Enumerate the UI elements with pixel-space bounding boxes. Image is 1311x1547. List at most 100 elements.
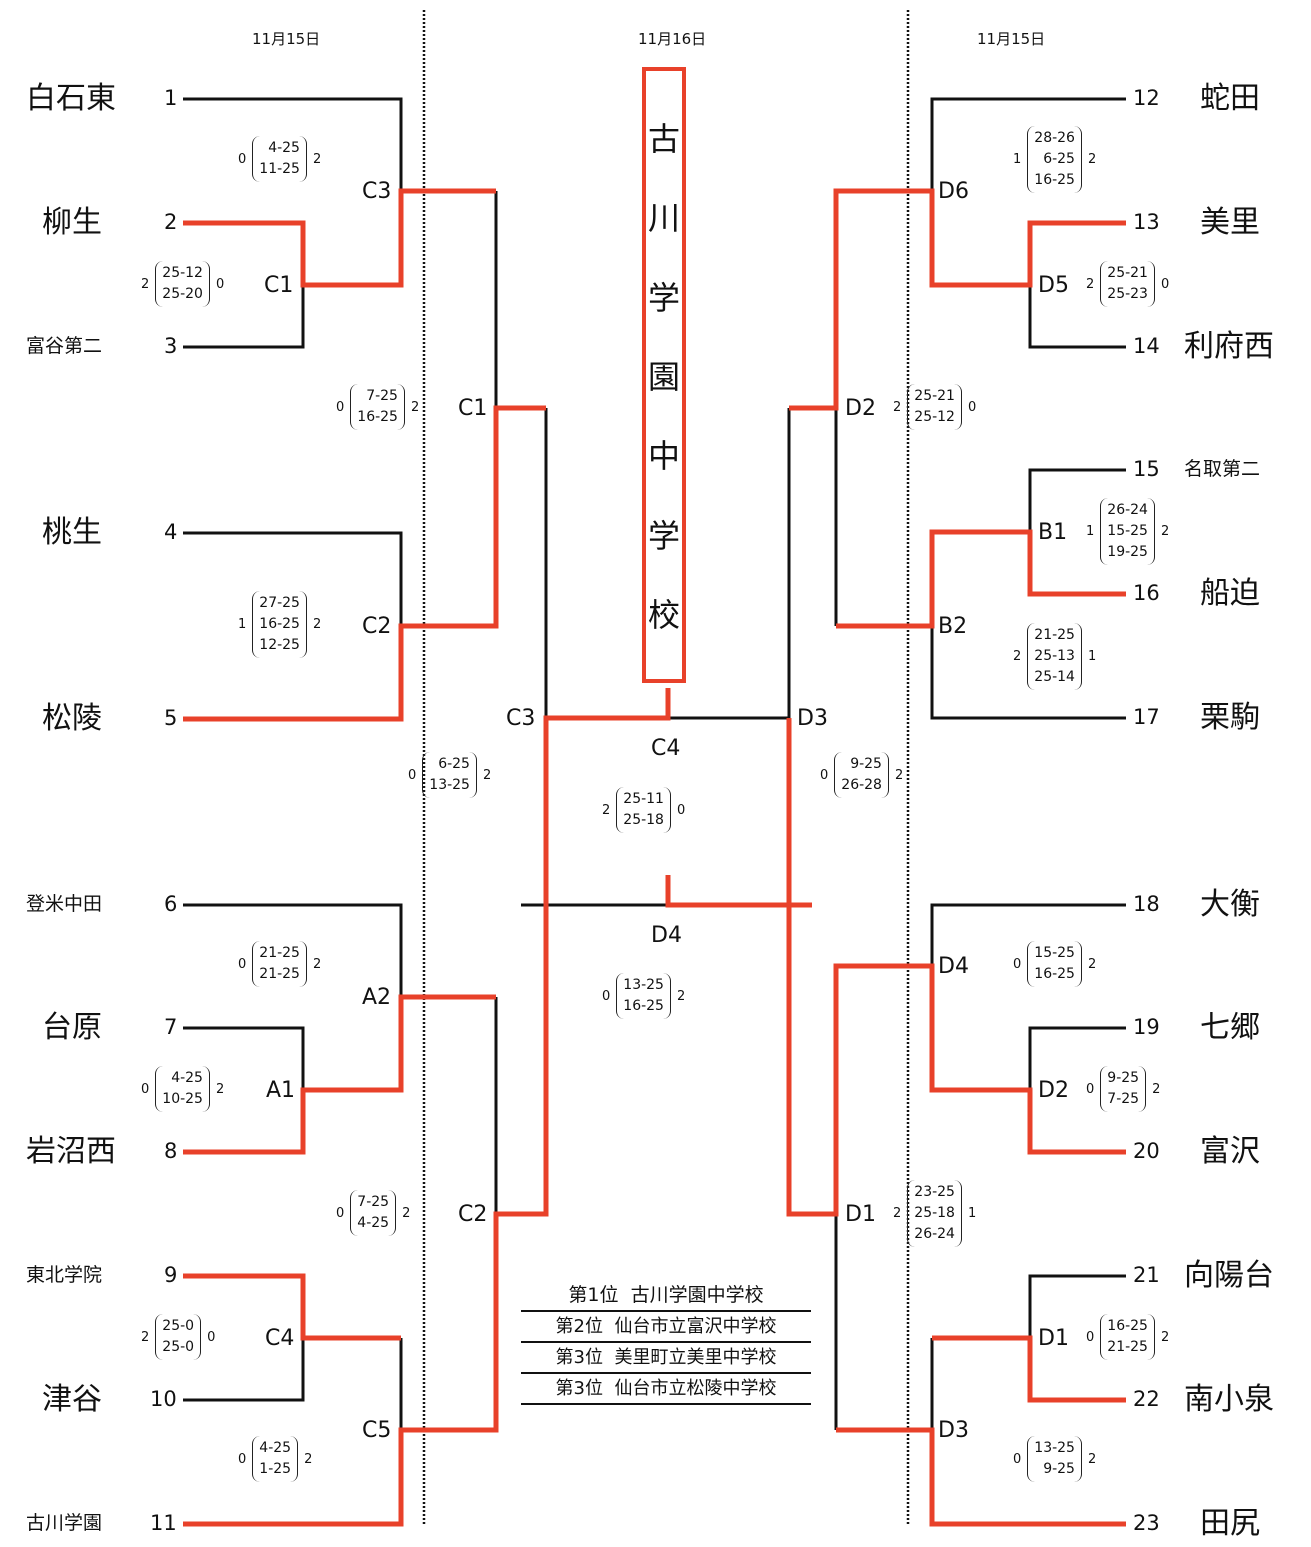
set-score: 13-25 [429,777,470,793]
set-score: 21-25 [259,966,300,982]
bracket-line [1028,1274,1126,1338]
sets-won-left: 0 [820,767,829,783]
team-name: 津谷 [42,1382,102,1417]
bracket-line [183,1026,305,1090]
sets-won-left: 2 [602,802,611,818]
match-node: A2 [362,985,392,1010]
winner-line [786,718,1126,1217]
set-score: 16-25 [623,998,664,1014]
team-name: 松陵 [42,701,102,736]
bracket-line [930,626,1126,720]
match-node: C1 [264,273,294,298]
winner-line [183,688,671,1527]
set-score: 25-11 [623,791,664,807]
sets-won-right: 1 [967,1205,977,1221]
champion-char: 川 [647,199,680,238]
bracket-line [1028,1026,1126,1090]
bracket-line [930,97,1126,191]
team-seed: 19 [1133,1015,1160,1039]
team-name: 美里 [1200,205,1260,240]
match-node: C4 [265,1326,295,1351]
team-name: 船迫 [1200,576,1260,611]
match-node: D3 [938,1418,969,1443]
match-node: C1 [458,396,488,421]
match-node: C2 [362,614,392,639]
sets-won-right: 2 [402,1205,411,1221]
set-score: 25-14 [1034,668,1075,685]
team-seed: 10 [150,1387,177,1411]
set-score: 16-25 [1034,171,1075,188]
sets-won-left: 2 [893,399,902,415]
set-score: 25-12 [162,265,203,281]
match-node: C2 [458,1202,488,1227]
team-name: 桃生 [42,515,102,550]
sets-won-left: 2 [141,276,150,292]
set-score: 19-25 [1107,543,1148,560]
bracket-line [183,531,403,626]
set-score: 7-25 [357,1194,390,1210]
champion-char: 学 [647,278,680,317]
date-left: 11月15日 [252,30,321,48]
match-node: D6 [938,179,969,204]
winner-line [183,405,546,722]
match-node: D1 [845,1202,876,1227]
set-score: 25-0 [162,1339,195,1355]
bracket-line [183,903,403,997]
set-score: 28-26 [1034,129,1075,146]
winner-line [183,1273,401,1341]
set-score: 25-13 [1034,647,1075,664]
date-center: 11月16日 [638,30,707,48]
match-node: D4 [651,923,682,948]
set-score: 16-25 [357,409,398,425]
set-score: 25-18 [914,1204,955,1221]
match-node: D4 [938,954,969,979]
bracket-line [1028,468,1126,532]
sets-won-right: 2 [1160,1329,1170,1345]
team-name: 富沢 [1200,1134,1260,1169]
set-score: 26-24 [1107,501,1148,518]
sets-won-right: 1 [1087,648,1097,664]
match-node: D2 [1038,1078,1069,1103]
sets-won-right: 2 [215,1081,225,1097]
team-name: 登米中田 [26,893,103,915]
set-score: 16-25 [1034,966,1075,982]
sets-won-right: 2 [312,616,322,632]
team-seed: 13 [1133,210,1160,234]
team-seed: 3 [164,334,178,358]
team-seed: 9 [164,1263,178,1287]
sets-won-right: 2 [312,151,322,167]
team-seed: 7 [164,1015,178,1039]
sets-won-right: 0 [207,1329,216,1345]
team-name: 名取第二 [1184,458,1261,480]
sets-won-left: 0 [238,956,247,972]
set-score: 26-24 [914,1225,955,1242]
team-name: 向陽台 [1184,1258,1274,1293]
bracket-line [183,97,403,191]
set-score: 13-25 [1034,1440,1075,1456]
set-score: 4-25 [171,1070,203,1086]
sets-won-left: 1 [1013,151,1022,167]
rank-3a: 第3位 美里町立美里中学校 [521,1343,811,1374]
set-score: 25-21 [1107,265,1148,281]
sets-won-right: 2 [304,1451,313,1467]
team-name: 七郷 [1200,1010,1260,1045]
match-node: C3 [362,179,392,204]
